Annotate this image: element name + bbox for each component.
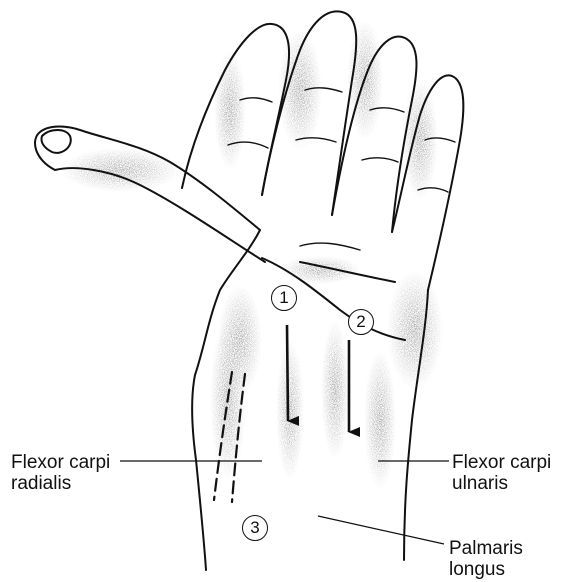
label-flexor-carpi-ulnaris: Flexor carpi ulnaris	[452, 452, 551, 494]
marker-2-circle: 2	[348, 309, 374, 335]
stipple-shading	[60, 20, 443, 490]
marker-2-text: 2	[356, 312, 365, 331]
leader-palmaris-longus	[318, 516, 444, 544]
label-flexor-carpi-ulnaris-text: Flexor carpi ulnaris	[452, 452, 551, 494]
marker-1-circle: 1	[271, 285, 297, 311]
thumbnail-outline	[41, 130, 70, 153]
marker-3-text: 3	[250, 518, 259, 537]
marker-1-text: 1	[279, 288, 288, 307]
arrow-1	[287, 325, 288, 421]
label-palmaris-longus: Palmaris longus	[449, 538, 523, 580]
label-palmaris-longus-text: Palmaris longus	[449, 538, 523, 580]
marker-3-circle: 3	[242, 515, 268, 541]
label-flexor-carpi-radialis: Flexor carpi radialis	[11, 452, 110, 494]
label-flexor-carpi-radialis-text: Flexor carpi radialis	[11, 452, 110, 494]
